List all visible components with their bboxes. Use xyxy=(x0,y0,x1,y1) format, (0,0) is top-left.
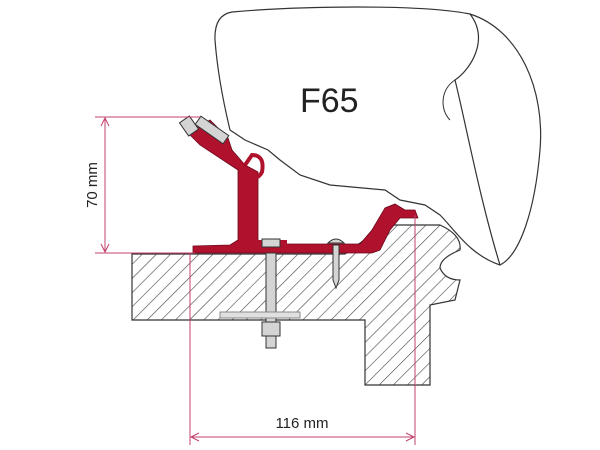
height-dimension xyxy=(95,116,200,254)
width-dimension-label: 116 mm xyxy=(275,415,328,432)
awning-model-label: F65 xyxy=(300,82,359,120)
awning-casing xyxy=(214,6,542,266)
width-dimension xyxy=(189,215,416,445)
fixing-bolt-icon xyxy=(219,238,301,349)
height-dimension-label: 70 mm xyxy=(84,162,101,208)
wood-screw-icon xyxy=(326,238,346,290)
clamp-bolt-icon xyxy=(178,115,230,145)
vehicle-roof-section xyxy=(131,224,461,386)
